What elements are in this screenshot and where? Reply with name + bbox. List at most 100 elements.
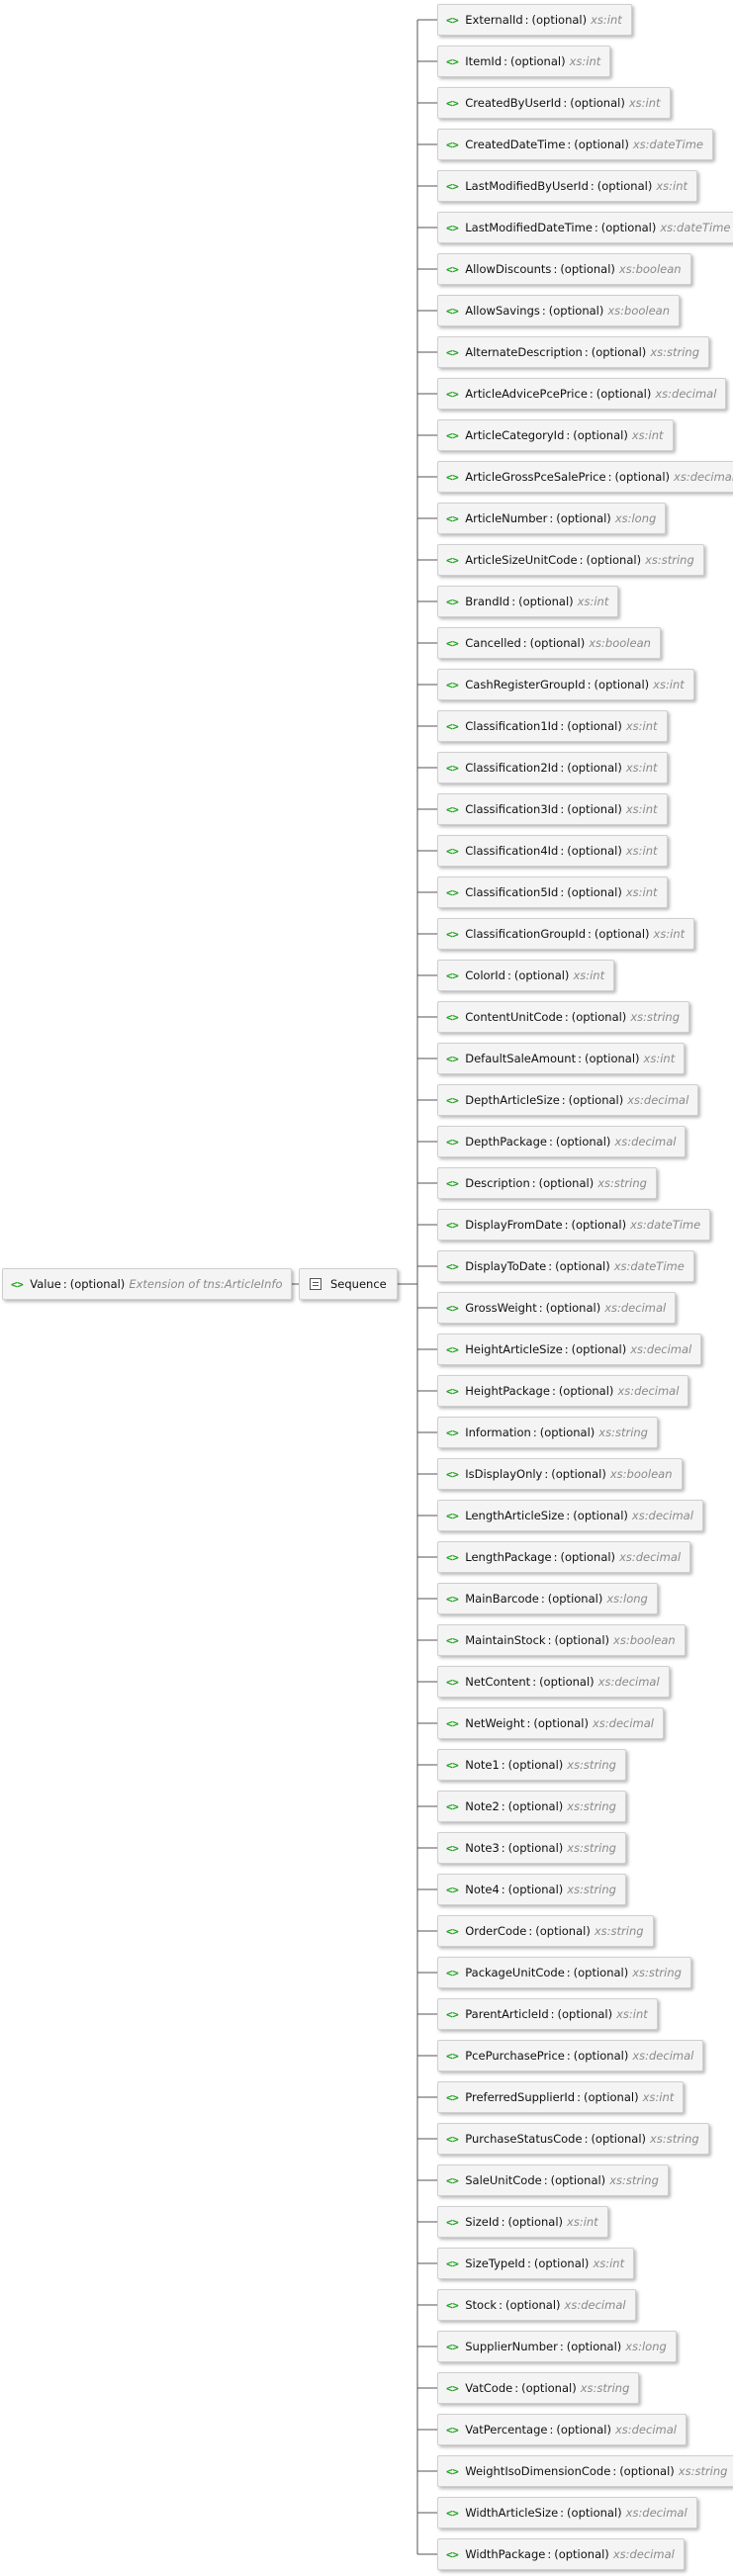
element-node-classification5id[interactable]: <>Classification5Id:(optional)xs:int bbox=[437, 876, 668, 908]
element-type-label: xs:int bbox=[569, 54, 601, 68]
element-icon: <> bbox=[446, 1550, 459, 1564]
element-node-purchasestatuscode[interactable]: <>PurchaseStatusCode:(optional)xs:string bbox=[437, 2123, 709, 2155]
element-node-externalid[interactable]: <>ExternalId:(optional)xs:int bbox=[437, 4, 632, 36]
element-node-classificationgroupid[interactable]: <>ClassificationGroupId:(optional)xs:int bbox=[437, 918, 695, 950]
element-name: Classification1Id bbox=[465, 719, 559, 733]
element-node-isdisplayonly[interactable]: <>IsDisplayOnly:(optional)xs:boolean bbox=[437, 1458, 683, 1490]
element-icon: <> bbox=[446, 1135, 459, 1149]
element-node-articlesizeunitcode[interactable]: <>ArticleSizeUnitCode:(optional)xs:strin… bbox=[437, 544, 704, 576]
sequence-node[interactable]: Sequence bbox=[299, 1268, 398, 1300]
element-node-netcontent[interactable]: <>NetContent:(optional)xs:decimal bbox=[437, 1666, 670, 1698]
element-node-sizeid[interactable]: <>SizeId:(optional)xs:int bbox=[437, 2206, 608, 2238]
element-node-lengthpackage[interactable]: <>LengthPackage:(optional)xs:decimal bbox=[437, 1541, 691, 1573]
element-node-stock[interactable]: <>Stock:(optional)xs:decimal bbox=[437, 2289, 636, 2321]
element-icon: <> bbox=[446, 470, 459, 484]
element-node-lengtharticlesize[interactable]: <>LengthArticleSize:(optional)xs:decimal bbox=[437, 1500, 703, 1531]
element-name: NetWeight bbox=[465, 1716, 525, 1730]
element-node-articlecategoryid[interactable]: <>ArticleCategoryId:(optional)xs:int bbox=[437, 419, 674, 451]
element-icon: <> bbox=[446, 1633, 459, 1647]
element-node-vatpercentage[interactable]: <>VatPercentage:(optional)xs:decimal bbox=[437, 2414, 687, 2445]
element-node-alternatedescription[interactable]: <>AlternateDescription:(optional)xs:stri… bbox=[437, 336, 709, 368]
element-node-heightpackage[interactable]: <>HeightPackage:(optional)xs:decimal bbox=[437, 1375, 689, 1407]
element-optional-label: (optional) bbox=[545, 1301, 601, 1315]
element-node-articlenumber[interactable]: <>ArticleNumber:(optional)xs:long bbox=[437, 503, 667, 534]
element-node-colorid[interactable]: <>ColorId:(optional)xs:int bbox=[437, 960, 615, 991]
element-node-saleunitcode[interactable]: <>SaleUnitCode:(optional)xs:string bbox=[437, 2164, 669, 2196]
element-node-cashregistergroupid[interactable]: <>CashRegisterGroupId:(optional)xs:int bbox=[437, 669, 694, 700]
element-name: ArticleAdvicePcePrice bbox=[465, 387, 588, 401]
separator: : bbox=[594, 221, 598, 234]
element-name: Stock bbox=[465, 2298, 498, 2312]
element-node-grossweight[interactable]: <>GrossWeight:(optional)xs:decimal bbox=[437, 1292, 677, 1324]
element-type-label: xs:int bbox=[567, 2215, 598, 2229]
element-name: SupplierNumber bbox=[465, 2340, 558, 2353]
element-node-cancelled[interactable]: <>Cancelled:(optional)xs:boolean bbox=[437, 627, 661, 659]
element-optional-label: (optional) bbox=[556, 2423, 611, 2437]
element-node-weightisodimensioncode[interactable]: <>WeightIsoDimensionCode:(optional)xs:st… bbox=[437, 2455, 733, 2487]
element-node-classification1id[interactable]: <>Classification1Id:(optional)xs:int bbox=[437, 710, 668, 742]
element-node-deptharticlesize[interactable]: <>DepthArticleSize:(optional)xs:decimal bbox=[437, 1084, 699, 1116]
element-icon: <> bbox=[446, 1384, 459, 1398]
element-type-label: xs:int bbox=[643, 1052, 676, 1065]
element-node-note4[interactable]: <>Note4:(optional)xs:string bbox=[437, 1874, 626, 1905]
element-node-information[interactable]: <>Information:(optional)xs:string bbox=[437, 1417, 658, 1448]
root-element-node[interactable]: <> Value : (optional) Extension of tns:A… bbox=[2, 1268, 293, 1300]
element-node-note2[interactable]: <>Note2:(optional)xs:string bbox=[437, 1791, 626, 1822]
element-node-displaytodate[interactable]: <>DisplayToDate:(optional)xs:dateTime bbox=[437, 1250, 694, 1282]
separator: : bbox=[499, 2298, 503, 2312]
element-node-displayfromdate[interactable]: <>DisplayFromDate:(optional)xs:dateTime bbox=[437, 1209, 711, 1241]
element-node-heightarticlesize[interactable]: <>HeightArticleSize:(optional)xs:decimal bbox=[437, 1334, 702, 1365]
element-type-label: xs:string bbox=[598, 1426, 648, 1439]
element-node-createddatetime[interactable]: <>CreatedDateTime:(optional)xs:dateTime bbox=[437, 129, 713, 160]
element-node-articleadvicepceprice[interactable]: <>ArticleAdvicePcePrice:(optional)xs:dec… bbox=[437, 378, 727, 410]
element-node-note3[interactable]: <>Note3:(optional)xs:string bbox=[437, 1832, 626, 1864]
separator: : bbox=[578, 1052, 582, 1065]
element-node-parentarticleid[interactable]: <>ParentArticleId:(optional)xs:int bbox=[437, 1998, 658, 2030]
element-node-maintainstock[interactable]: <>MaintainStock:(optional)xs:boolean bbox=[437, 1624, 686, 1656]
element-node-lastmodifieddatetime[interactable]: <>LastModifiedDateTime:(optional)xs:date… bbox=[437, 212, 733, 243]
element-node-preferredsupplierid[interactable]: <>PreferredSupplierId:(optional)xs:int bbox=[437, 2081, 685, 2113]
element-type-label: xs:dateTime bbox=[660, 221, 731, 234]
separator: : bbox=[560, 844, 565, 858]
element-optional-label: (optional) bbox=[560, 262, 615, 276]
element-optional-label: (optional) bbox=[507, 1799, 564, 1813]
element-node-classification4id[interactable]: <>Classification4Id:(optional)xs:int bbox=[437, 835, 668, 867]
separator: : bbox=[532, 1426, 537, 1439]
element-icon: <> bbox=[446, 2298, 459, 2312]
element-name: PurchaseStatusCode bbox=[465, 2132, 583, 2146]
element-node-classification3id[interactable]: <>Classification3Id:(optional)xs:int bbox=[437, 793, 668, 825]
element-optional-label: (optional) bbox=[600, 221, 657, 234]
separator: : bbox=[511, 595, 516, 608]
element-type-label: xs:int bbox=[625, 802, 658, 816]
element-node-packageunitcode[interactable]: <>PackageUnitCode:(optional)xs:string bbox=[437, 1957, 691, 1988]
element-node-sizetypeid[interactable]: <>SizeTypeId:(optional)xs:int bbox=[437, 2248, 635, 2279]
element-node-createdbyuserid[interactable]: <>CreatedByUserId:(optional)xs:int bbox=[437, 87, 671, 119]
element-node-description[interactable]: <>Description:(optional)xs:string bbox=[437, 1167, 657, 1199]
element-name: GrossWeight bbox=[465, 1301, 537, 1315]
element-node-pcepurchaseprice[interactable]: <>PcePurchasePrice:(optional)xs:decimal bbox=[437, 2040, 704, 2071]
element-node-allowsavings[interactable]: <>AllowSavings:(optional)xs:boolean bbox=[437, 295, 681, 326]
element-node-articlegrosspcesaleprice[interactable]: <>ArticleGrossPceSalePrice:(optional)xs:… bbox=[437, 461, 733, 493]
element-node-widthpackage[interactable]: <>WidthPackage:(optional)xs:decimal bbox=[437, 2538, 685, 2570]
element-node-allowdiscounts[interactable]: <>AllowDiscounts:(optional)xs:boolean bbox=[437, 253, 691, 285]
element-node-contentunitcode[interactable]: <>ContentUnitCode:(optional)xs:string bbox=[437, 1001, 689, 1033]
element-node-itemid[interactable]: <>ItemId:(optional)xs:int bbox=[437, 46, 611, 77]
separator: : bbox=[566, 2049, 571, 2063]
element-node-classification2id[interactable]: <>Classification2Id:(optional)xs:int bbox=[437, 752, 668, 783]
element-node-brandid[interactable]: <>BrandId:(optional)xs:int bbox=[437, 586, 619, 617]
element-node-defaultsaleamount[interactable]: <>DefaultSaleAmount:(optional)xs:int bbox=[437, 1043, 686, 1074]
element-node-netweight[interactable]: <>NetWeight:(optional)xs:decimal bbox=[437, 1707, 664, 1739]
element-node-ordercode[interactable]: <>OrderCode:(optional)xs:string bbox=[437, 1915, 654, 1947]
element-node-depthpackage[interactable]: <>DepthPackage:(optional)xs:decimal bbox=[437, 1126, 687, 1157]
element-node-widtharticlesize[interactable]: <>WidthArticleSize:(optional)xs:decimal bbox=[437, 2497, 697, 2529]
element-node-lastmodifiedbyuserid[interactable]: <>LastModifiedByUserId:(optional)xs:int bbox=[437, 170, 698, 202]
element-node-note1[interactable]: <>Note1:(optional)xs:string bbox=[437, 1749, 626, 1781]
separator: : bbox=[538, 1301, 543, 1315]
element-node-suppliernumber[interactable]: <>SupplierNumber:(optional)xs:long bbox=[437, 2331, 677, 2362]
element-node-vatcode[interactable]: <>VatCode:(optional)xs:string bbox=[437, 2372, 640, 2404]
element-name: Classification5Id bbox=[465, 885, 559, 899]
element-name: Classification2Id bbox=[465, 761, 559, 775]
element-node-mainbarcode[interactable]: <>MainBarcode:(optional)xs:long bbox=[437, 1583, 658, 1614]
element-name: DisplayToDate bbox=[465, 1259, 547, 1273]
